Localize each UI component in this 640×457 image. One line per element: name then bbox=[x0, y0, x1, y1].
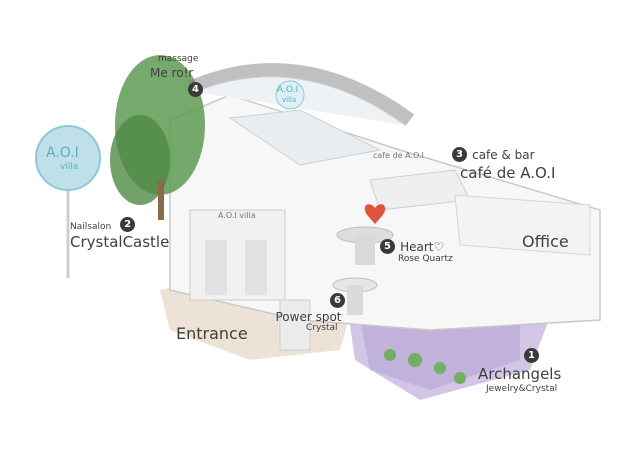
spot-archangels-name: Archangels bbox=[478, 365, 562, 383]
spot-power[interactable]: 6 Power spot Crystal bbox=[272, 292, 345, 333]
spot-nailsalon-name: CrystalCastle bbox=[70, 233, 170, 251]
spot-heart-name: Heart♡ bbox=[400, 240, 445, 254]
spot-power-name: Power spot bbox=[275, 310, 342, 324]
spot-massage-pre: massage bbox=[158, 54, 199, 64]
road-sign-text: A.O.I bbox=[46, 145, 79, 161]
spot-archangels-sub: Jewelry&Crystal bbox=[486, 384, 558, 394]
spot-number-badge: 1 bbox=[524, 348, 539, 363]
roof-sign-text: A.O.I bbox=[277, 85, 299, 95]
spot-massage-name: Me ro!r bbox=[150, 66, 194, 80]
heart-icon bbox=[364, 204, 386, 224]
spot-number-badge: 3 bbox=[452, 147, 467, 162]
area-office[interactable]: Office bbox=[522, 232, 569, 251]
area-entrance[interactable]: Entrance bbox=[176, 324, 248, 343]
villa-building bbox=[169, 63, 601, 351]
spot-massage[interactable]: massage Me ro!r 4 bbox=[150, 55, 203, 97]
building-sign: A.O.I villa bbox=[218, 211, 256, 220]
spot-number-badge: 2 bbox=[120, 217, 136, 232]
roof-sign-sub: villa bbox=[282, 96, 297, 104]
spot-nailsalon[interactable]: Nailsalon 2 CrystalCastle bbox=[70, 216, 169, 250]
spot-number-badge: 6 bbox=[330, 293, 345, 308]
spot-cafe-name: café de A.O.I bbox=[460, 164, 556, 182]
spot-cafe-pre: cafe & bar bbox=[472, 148, 535, 162]
tree-icon bbox=[110, 55, 205, 220]
spot-cafe[interactable]: 3 cafe & bar café de A.O.I bbox=[452, 146, 555, 181]
spot-heart-sub: Rose Quartz bbox=[398, 254, 453, 264]
spot-number-badge: 5 bbox=[380, 239, 395, 254]
spot-heart[interactable]: 5 Heart♡ Rose Quartz bbox=[380, 238, 453, 264]
fountain-icon bbox=[332, 226, 394, 315]
villa-sign-icon bbox=[35, 125, 101, 278]
spot-power-sub: Crystal bbox=[306, 323, 338, 333]
road-sign-sub: villa bbox=[60, 162, 79, 172]
plants bbox=[384, 349, 466, 384]
spot-number-badge: 4 bbox=[188, 82, 203, 97]
spot-archangels[interactable]: 1 Archangels Jewelry&Crystal bbox=[478, 347, 561, 394]
wall-sign: cafe de A.O.I bbox=[373, 151, 424, 160]
spot-nailsalon-pre: Nailsalon bbox=[70, 222, 112, 232]
